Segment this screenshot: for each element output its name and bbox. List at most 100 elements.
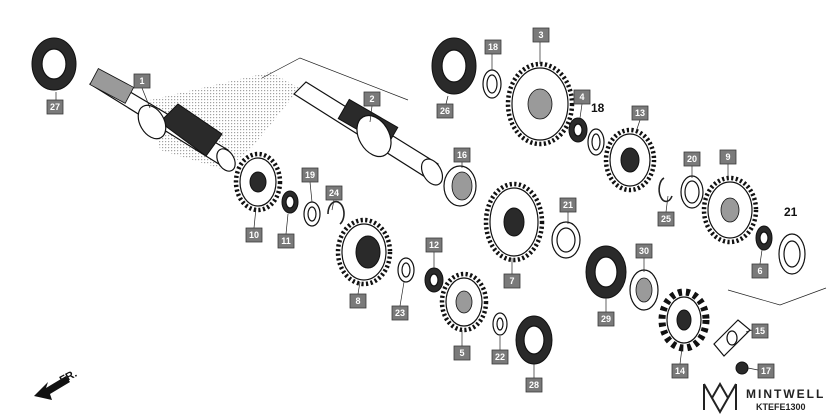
part-gear-13	[603, 127, 657, 193]
leader-lines	[55, 42, 763, 378]
part-clip-24	[327, 200, 345, 225]
callout-box	[635, 243, 653, 259]
callout-27: 27	[46, 99, 64, 115]
callout-number: 3	[538, 30, 543, 40]
callout-box	[491, 349, 509, 365]
callout-box	[525, 377, 543, 393]
callout-box	[559, 197, 577, 213]
callout-19: 19	[301, 167, 319, 183]
callout-box	[532, 27, 550, 43]
callout-number: 14	[675, 366, 685, 376]
part-gear-8	[335, 217, 393, 287]
part-bearing-27	[31, 37, 77, 91]
part-plate-15	[713, 319, 751, 357]
part-washer-18b	[587, 128, 605, 156]
callout-12: 12	[425, 237, 443, 253]
callout-number: 9	[725, 152, 730, 162]
callout-box	[757, 363, 775, 379]
reference-lines	[261, 57, 827, 306]
callout-1: 1	[133, 73, 151, 89]
callout-number: 28	[529, 380, 539, 390]
shaded-region	[150, 72, 300, 170]
part-bolt-17	[735, 361, 749, 375]
callout-18: 18	[484, 39, 502, 55]
callout-box	[751, 263, 769, 279]
callout-15: 15	[751, 323, 769, 339]
callout-20: 20	[683, 151, 701, 167]
callout-9: 9	[719, 149, 737, 165]
callout-number: 5	[459, 348, 464, 358]
callout-11: 11	[277, 233, 295, 249]
callout-number: 1	[139, 76, 144, 86]
callout-16: 16	[453, 147, 471, 163]
callout-number: 19	[305, 170, 315, 180]
callout-3: 3	[532, 27, 550, 43]
callout-box	[325, 185, 343, 201]
part-bearing-26	[431, 37, 477, 95]
main-shaft	[89, 68, 236, 172]
watermark-code: KTEFE1300	[756, 402, 806, 412]
callout-number: 27	[50, 102, 60, 112]
callout-box	[277, 233, 295, 249]
callout-23: 23	[391, 305, 409, 321]
callout-10: 10	[245, 227, 263, 243]
callout-number: 8	[355, 296, 360, 306]
front-direction-arrow: FR.	[34, 368, 79, 400]
callout-number: 30	[639, 246, 649, 256]
callout-box	[751, 323, 769, 339]
watermark: MINTWELL KTEFE1300	[703, 381, 825, 415]
callout-number: 26	[440, 106, 450, 116]
part-bearing-28	[515, 315, 553, 365]
part-collar-16	[443, 165, 477, 207]
plain-label-21: 21	[784, 205, 798, 219]
callout-17: 17	[757, 363, 775, 379]
callout-number: 22	[495, 352, 505, 362]
callout-box	[245, 227, 263, 243]
part-gear-10	[233, 151, 283, 213]
callout-number: 7	[509, 276, 514, 286]
part-bushing-12	[424, 267, 444, 293]
callout-4: 4	[573, 89, 591, 105]
callout-box	[631, 105, 649, 121]
callout-box	[683, 151, 701, 167]
callout-2: 2	[363, 91, 381, 107]
callout-number: 25	[661, 214, 671, 224]
callout-6: 6	[751, 263, 769, 279]
part-gear-5	[439, 271, 489, 333]
callout-25: 25	[657, 211, 675, 227]
callout-8: 8	[349, 293, 367, 309]
callout-box	[453, 147, 471, 163]
part-washer-22	[492, 312, 508, 336]
callout-box	[453, 345, 471, 361]
callout-box	[349, 293, 367, 309]
part-washer-21	[551, 221, 581, 259]
callout-box	[46, 99, 64, 115]
callout-box	[363, 91, 381, 107]
part-gear-9	[701, 175, 759, 245]
callout-7: 7	[503, 273, 521, 289]
callout-box	[597, 311, 615, 327]
part-bushing-4	[568, 117, 588, 143]
part-washer-23	[397, 257, 415, 283]
callout-number: 16	[457, 150, 467, 160]
callout-number: 11	[281, 236, 291, 246]
callout-number: 6	[757, 266, 762, 276]
part-ring-20	[680, 175, 704, 209]
watermark-brand: MINTWELL	[746, 387, 825, 401]
callout-box	[573, 89, 591, 105]
part-bearing-29	[585, 245, 627, 299]
callout-number: 23	[395, 308, 405, 318]
arrow-icon	[34, 376, 70, 400]
part-bushing-11	[281, 190, 299, 214]
callout-number: 12	[429, 240, 439, 250]
callout-22: 22	[491, 349, 509, 365]
callout-number: 13	[635, 108, 645, 118]
logo-icon	[703, 381, 737, 415]
callout-number: 4	[579, 92, 584, 102]
callout-box	[484, 39, 502, 55]
callout-box	[436, 103, 454, 119]
callout-number: 21	[563, 200, 573, 210]
callout-number: 20	[687, 154, 697, 164]
plain-label-18: 18	[591, 101, 605, 115]
